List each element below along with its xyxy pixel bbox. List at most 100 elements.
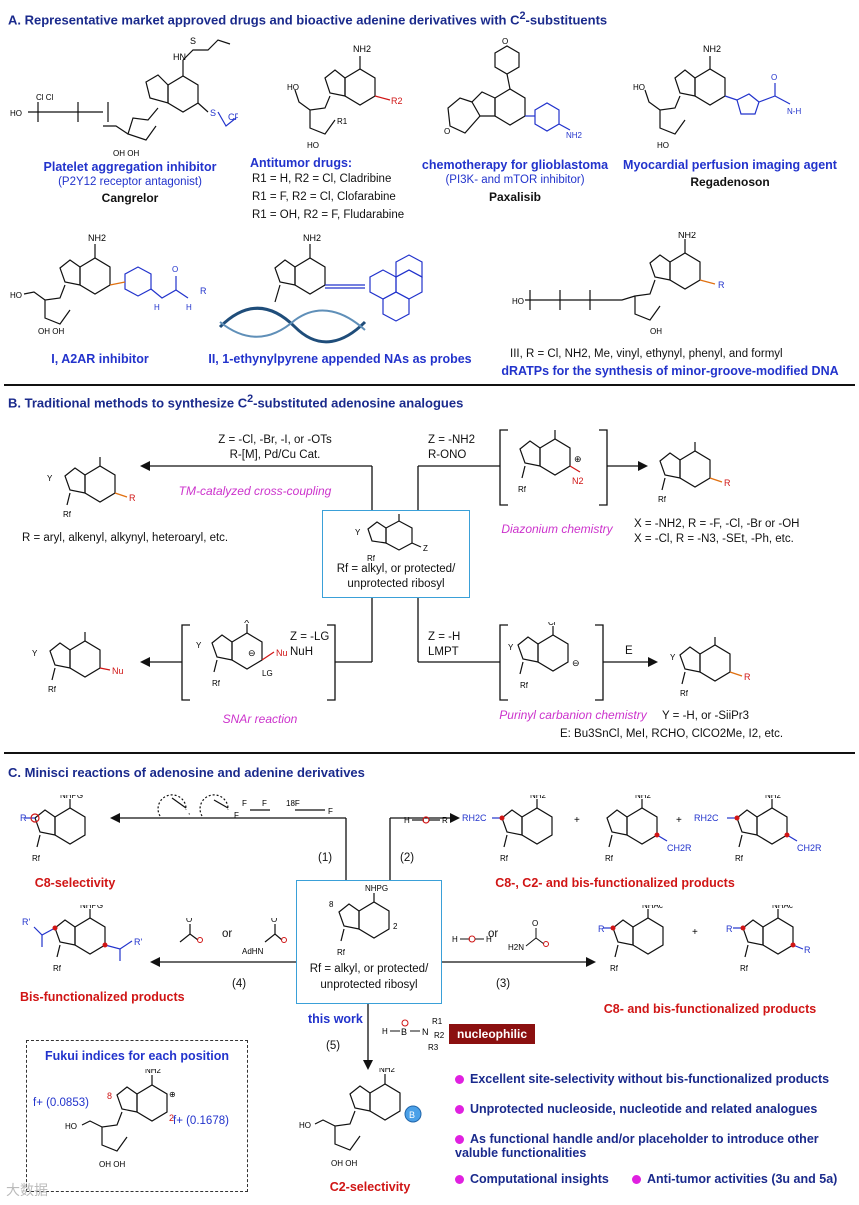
svg-text:HO: HO (299, 1121, 311, 1130)
svg-text:Y: Y (670, 653, 676, 662)
svg-text:Cl Cl: Cl Cl (36, 93, 54, 102)
svg-text:N2: N2 (572, 476, 584, 486)
paxalisib-sub: (PI3K- and mTOR inhibitor) (445, 174, 585, 186)
svg-text:R': R' (22, 917, 30, 927)
svg-text:NH2: NH2 (353, 44, 371, 54)
item-3-line1: III, R = Cl, NH2, Me, vinyl, ethynyl, ph… (510, 348, 783, 360)
svg-text:H: H (382, 1027, 388, 1036)
or-1: or (222, 928, 233, 940)
svg-text:Rf: Rf (48, 685, 57, 694)
svg-text:OH OH: OH OH (99, 1160, 125, 1169)
svg-text:NH2: NH2 (88, 233, 106, 243)
svg-text:+: + (692, 927, 698, 938)
item-3-line2: dRATPs for the synthesis of minor-groove… (501, 364, 839, 378)
svg-text:X: X (244, 620, 250, 625)
boryl-precursor: H B N R1 R2 R3 (382, 1017, 445, 1052)
svg-text:+: + (676, 815, 682, 826)
svg-text:NH2: NH2 (566, 131, 583, 140)
svg-text:H: H (186, 303, 192, 312)
svg-text:R: R (200, 286, 207, 296)
fukui-box: Fukui indices for each position NH2 8 2 … (26, 1040, 248, 1192)
svg-text:Z: Z (423, 544, 428, 553)
svg-text:RH2C: RH2C (462, 813, 487, 823)
svg-text:Rf: Rf (518, 485, 527, 494)
c8-product-structure: NHPG R Rf (20, 795, 86, 863)
svg-text:O: O (532, 920, 538, 928)
svg-text:R2: R2 (391, 96, 403, 106)
svg-text:F: F (328, 807, 333, 816)
bis-acyl-product-structure: NHPG R' R' Rf (22, 905, 142, 973)
svg-text:⊖: ⊖ (572, 658, 580, 668)
c2-selectivity-label: C2-selectivity (329, 1180, 411, 1194)
svg-text:Rf: Rf (680, 689, 689, 698)
antitumor-line3: R1 = OH, R2 = F, Fludarabine (252, 209, 405, 221)
svg-text:F: F (242, 799, 247, 808)
svg-text:R3: R3 (428, 1043, 439, 1052)
svg-text:Cl: Cl (548, 622, 556, 627)
center-c-line1: Rf = alkyl, or protected/ (309, 963, 429, 975)
svg-text:LG: LG (262, 669, 273, 678)
svg-text:X: X (97, 455, 103, 457)
section-c-title: C. Minisci reactions of adenosine and ad… (8, 765, 365, 780)
svg-text:NHPG: NHPG (80, 905, 103, 910)
bis-label: Bis-functionalized products (20, 990, 185, 1004)
nucleophilic-badge: nucleophilic (449, 1024, 536, 1044)
carb-product-structure: Cl Y R Rf (670, 636, 751, 698)
carb-conditions-1: Z = -H (428, 631, 461, 643)
svg-text:Nu: Nu (276, 648, 288, 658)
diazonium-structure: X N2 ⊕ Rf (518, 428, 584, 494)
mixed-products-label: C8-, C2- and bis-functionalized products (495, 876, 735, 890)
snar-label: SNAr reaction (222, 712, 298, 726)
svg-text:⊕: ⊕ (574, 454, 582, 464)
svg-text:HO: HO (307, 141, 319, 150)
section-b-center-box: Y Z Rf Rf = alkyl, or protected/ unprote… (322, 510, 470, 598)
path-1: (1) (318, 852, 333, 864)
svg-text:R2: R2 (434, 1031, 445, 1040)
svg-text:B: B (401, 1027, 407, 1037)
svg-text:Rf: Rf (658, 495, 667, 504)
svg-text:Y: Y (508, 643, 514, 652)
svg-text:F: F (234, 811, 239, 820)
svg-text:HO: HO (10, 109, 22, 118)
svg-text:R: R (724, 478, 731, 488)
svg-text:Rf: Rf (63, 510, 72, 519)
svg-text:H: H (486, 935, 492, 944)
svg-text:R': R' (134, 937, 142, 947)
svg-text:R: R (129, 493, 136, 503)
svg-text:R: R (726, 924, 733, 934)
svg-text:X: X (82, 630, 88, 632)
section-b-arrows (140, 429, 658, 701)
c2-product-structure: B NH2 HO OH OH (299, 1068, 422, 1168)
svg-text:NH2: NH2 (635, 795, 652, 800)
snar-conditions-2: NuH (290, 646, 314, 658)
svg-text:O: O (186, 918, 192, 924)
svg-text:8: 8 (329, 900, 334, 909)
center-b-structure: Y Z Rf (355, 514, 428, 563)
svg-text:NH2: NH2 (145, 1069, 162, 1075)
svg-text:CH2R: CH2R (797, 843, 822, 853)
svg-text:RH2C: RH2C (694, 813, 719, 823)
svg-text:+: + (574, 815, 580, 826)
tm-conditions-1: Z = -Cl, -Br, -I, or -OTs (218, 434, 332, 446)
svg-text:R1: R1 (432, 1017, 443, 1026)
svg-text:Rf: Rf (212, 679, 221, 688)
center-c-structure: NHPG 8 2 Rf (329, 884, 398, 957)
svg-text:OH: OH (650, 327, 662, 336)
svg-text:N: N (422, 1027, 429, 1037)
path-2: (2) (400, 852, 415, 864)
c8-selectivity-label: C8-selectivity (34, 876, 116, 890)
svg-text:Cl: Cl (710, 636, 718, 638)
carb-conditions-2: LMPT (428, 646, 459, 658)
svg-text:Rf: Rf (53, 964, 62, 973)
svg-text:R: R (744, 672, 751, 682)
radical-precursors-1: , F F F 18F F (157, 794, 333, 820)
svg-text:OH OH: OH OH (113, 149, 139, 158)
svg-text:Rf: Rf (337, 948, 346, 957)
svg-text:HO: HO (512, 297, 524, 306)
tm-label: TM-catalyzed cross-coupling (178, 484, 332, 498)
svg-text:R: R (804, 945, 811, 955)
svg-text:NH2: NH2 (703, 44, 721, 54)
or-2: or (488, 928, 499, 940)
cangrelor-structure: S HN S CF3 HO Cl Cl OH OH (10, 36, 238, 158)
path-3: (3) (496, 978, 511, 990)
